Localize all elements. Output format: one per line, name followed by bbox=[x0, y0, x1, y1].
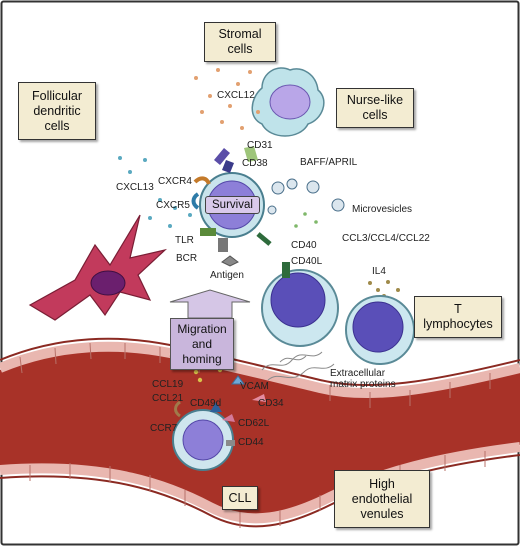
vcam-label: VCAM bbox=[240, 381, 269, 392]
cll-box: CLL bbox=[222, 486, 258, 510]
cxcr5-label: CXCR5 bbox=[156, 200, 190, 211]
tlr-label: TLR bbox=[175, 235, 194, 246]
cd40l-link-icon bbox=[282, 262, 290, 278]
receptor-icons bbox=[191, 146, 272, 252]
antigen-icon bbox=[221, 255, 239, 267]
cd31-label: CD31 bbox=[247, 140, 273, 151]
cxcr4-label: CXCR4 bbox=[158, 176, 192, 187]
blood-vessel-icon bbox=[0, 337, 520, 528]
ccl21-label: CCL21 bbox=[152, 393, 184, 404]
cxcl12-label: CXCL12 bbox=[217, 90, 255, 101]
ccl19-label: CCL19 bbox=[152, 379, 184, 390]
ccr7-label: CCR7 bbox=[150, 423, 178, 434]
cd44-label: CD44 bbox=[238, 437, 264, 448]
cll-label: CLL bbox=[228, 490, 252, 505]
antigen-label: Antigen bbox=[210, 270, 244, 281]
survival-label: Survival bbox=[212, 199, 253, 211]
cd38-label: CD38 bbox=[242, 158, 268, 169]
baff-april-label: BAFF/APRIL bbox=[300, 157, 358, 168]
chemokine-dots-icon bbox=[118, 68, 400, 383]
hev-box: High endothelial venules bbox=[334, 470, 430, 528]
il4-label: IL4 bbox=[372, 266, 386, 277]
extracellular-matrix-icon bbox=[261, 351, 335, 381]
t-cell-2-icon bbox=[345, 295, 415, 365]
migration-arrow-icon bbox=[169, 289, 251, 319]
cd40l-label: CD40L bbox=[291, 256, 323, 267]
ccl3-ccl4-ccl22-label: CCL3/CCL4/CCL22 bbox=[342, 233, 430, 244]
nurse-label: Nurse-like cells bbox=[346, 93, 404, 122]
cd49d-label: CD49d bbox=[190, 398, 222, 409]
t-lymphocytes-box: T lymphocytes bbox=[414, 296, 502, 338]
stromal-cells-label: Stromal cells bbox=[218, 27, 262, 56]
cd40-label: CD40 bbox=[291, 240, 317, 251]
cxcl13-label: CXCL13 bbox=[116, 182, 154, 193]
bcr-label: BCR bbox=[176, 253, 198, 264]
microvesicles-label: Microvesicles bbox=[352, 204, 413, 215]
migration-label: Migration and homing bbox=[177, 321, 227, 366]
migration-box: Migration and homing bbox=[170, 318, 234, 370]
t-lymphocytes-label: T lymphocytes bbox=[423, 302, 493, 331]
stromal-cell-icon bbox=[251, 67, 325, 137]
survival-badge: Survival bbox=[205, 196, 260, 214]
follicular-dendritic-cells-box: Follicular dendritic cells bbox=[18, 82, 96, 140]
hev-label: High endothelial venules bbox=[351, 476, 413, 521]
cd34-label: CD34 bbox=[258, 398, 284, 409]
extracellular-matrix-label: Extracellular matrix proteins bbox=[330, 368, 396, 390]
follicular-dendritic-cell-icon bbox=[28, 214, 168, 321]
microvesicle-icons bbox=[267, 178, 345, 215]
cll-vessel-cell-icon bbox=[172, 375, 266, 471]
nurse-like-cells-box: Nurse-like cells bbox=[336, 88, 414, 128]
cd62l-label: CD62L bbox=[238, 418, 270, 429]
stromal-cells-box: Stromal cells bbox=[204, 22, 276, 62]
t-cell-icon bbox=[261, 269, 339, 347]
follicular-label: Follicular dendritic cells bbox=[31, 88, 82, 133]
